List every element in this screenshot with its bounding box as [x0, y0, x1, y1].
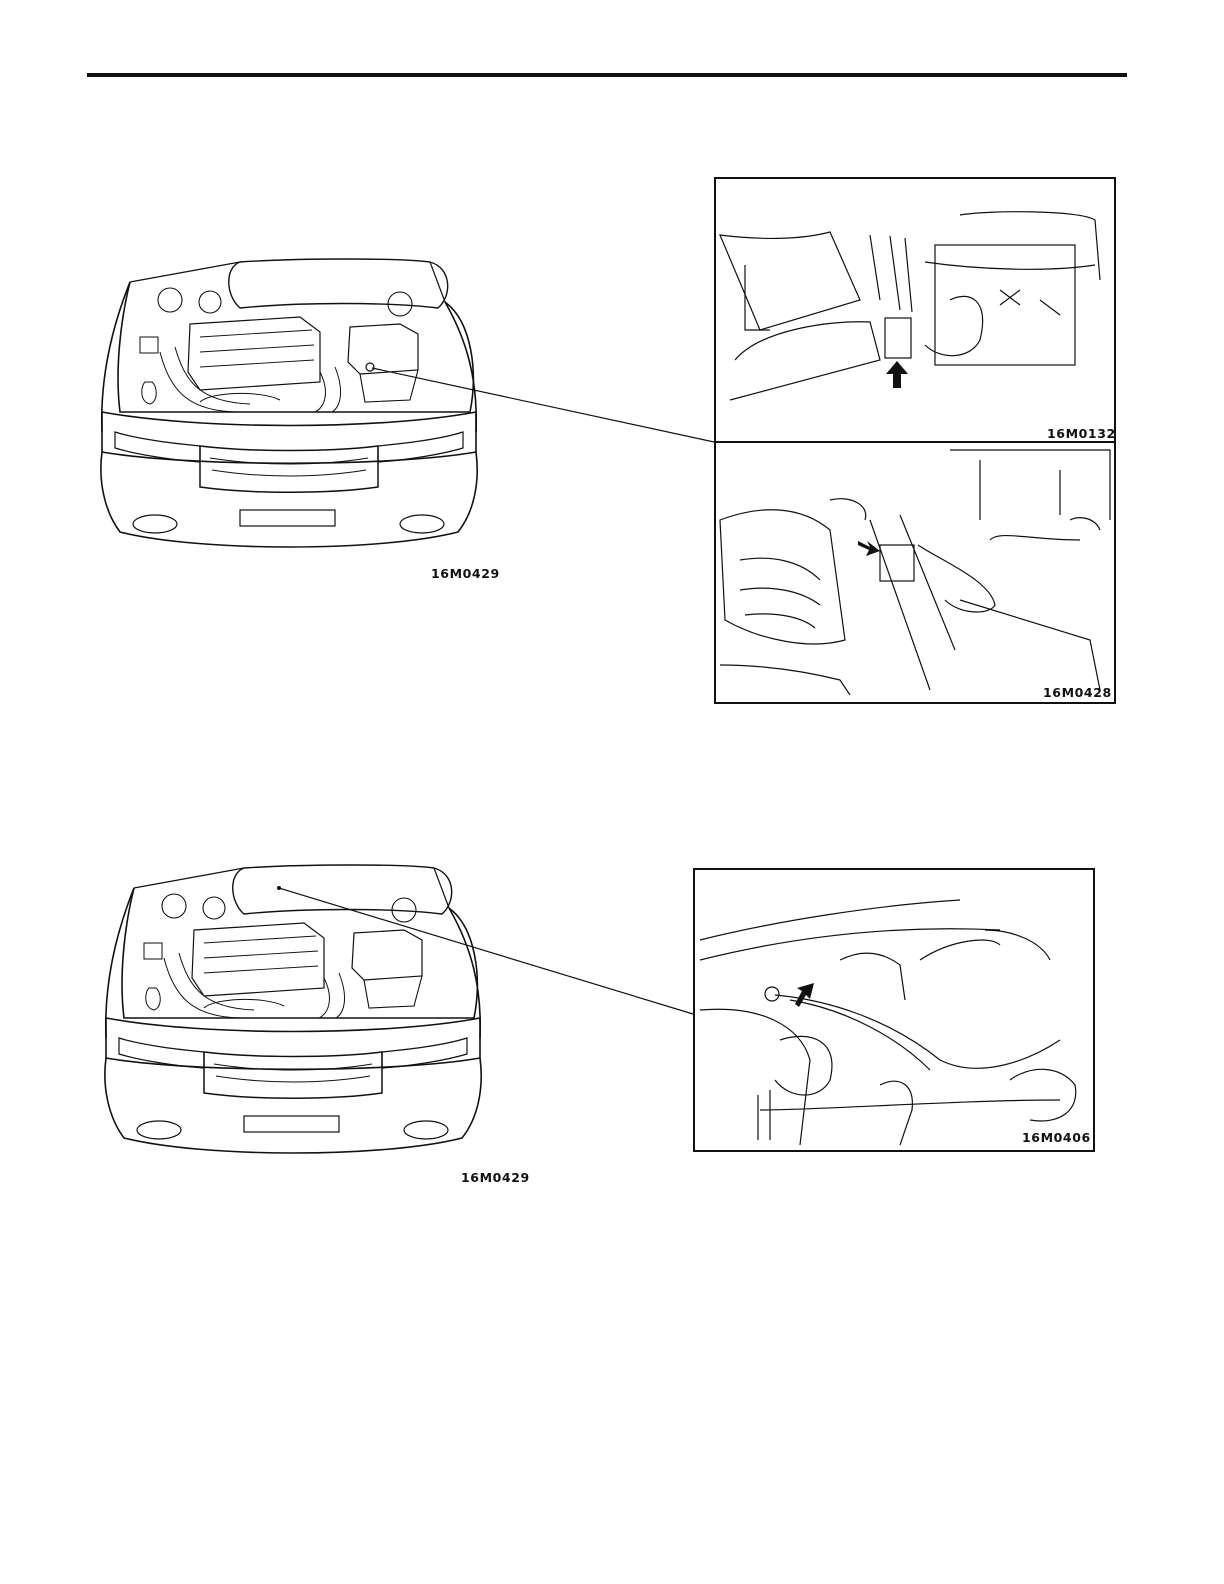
arrow-icon: [858, 541, 880, 556]
leader-line-top: [372, 368, 714, 442]
car-front-view-top: [101, 259, 477, 547]
arrow-icon: [886, 361, 908, 388]
detail-upper-sketch: [720, 212, 1100, 400]
figure-code-top-car: 16M0429: [431, 566, 500, 581]
detail-bottom-sketch: [700, 900, 1076, 1145]
figure-code-top-detail-upper: 16M0132: [1047, 426, 1116, 441]
figure-code-bottom-car: 16M0429: [461, 1170, 530, 1185]
detail-lower-sketch: [720, 450, 1110, 695]
locator-point-top: [366, 363, 374, 371]
figure-code-top-detail-lower: 16M0428: [1043, 685, 1112, 700]
car-front-view-bottom: [105, 865, 481, 1153]
figure-code-bottom-detail: 16M0406: [1022, 1130, 1091, 1145]
leader-line-bottom: [279, 888, 693, 1014]
